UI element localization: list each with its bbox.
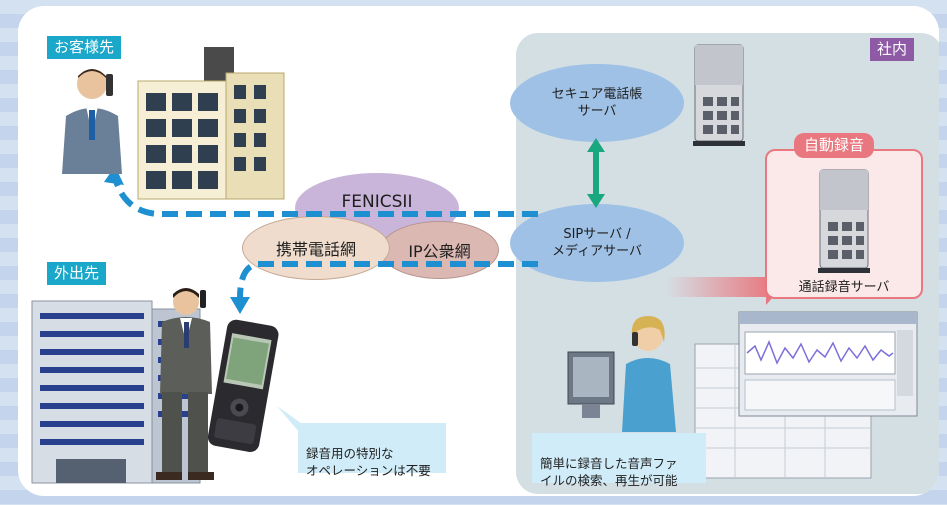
secure-phonebook-label: セキュア電話帳 サーバ xyxy=(551,87,643,119)
sync-arrow-down xyxy=(587,194,605,208)
sip-server-label: SIPサーバ / メディアサーバ xyxy=(552,227,642,259)
customer-arrow-head xyxy=(104,166,124,185)
recording-software-screenshot xyxy=(694,311,918,479)
easy-search-callout: 簡単に録音した音声ファ イルの検索、再生が可能 xyxy=(532,433,706,488)
no-special-operation-text: 録音用の特別な オペレーションは不要 xyxy=(306,446,431,478)
mobile-phone-icon xyxy=(207,319,279,452)
recording-server-icon xyxy=(818,169,870,273)
internal-tag: 社内 xyxy=(870,38,915,61)
no-special-operation-callout: 録音用の特別な オペレーションは不要 xyxy=(298,423,446,478)
diagram-card: FENICSII IP公衆網 携帯電話網 セキュア電話帳 サーバ SIPサーバ … xyxy=(18,6,939,496)
secure-phonebook-server: セキュア電話帳 サーバ xyxy=(510,64,684,142)
mobile-network-label: 携帯電話網 xyxy=(275,240,356,259)
customer-person-icon xyxy=(62,69,122,174)
mobile-network: 携帯電話網 xyxy=(242,216,390,280)
easy-search-text: 簡単に録音した音声ファ イルの検索、再生が可能 xyxy=(540,456,678,488)
customer-site-tag: お客様先 xyxy=(47,36,122,59)
callout-pointer xyxy=(277,406,305,432)
operator-person-icon xyxy=(567,316,676,432)
mobile-call-path xyxy=(237,261,538,299)
sync-arrow-up xyxy=(587,138,605,152)
sip-media-server: SIPサーバ / メディアサーバ xyxy=(510,204,684,282)
auto-record-tag: 自動録音 xyxy=(794,133,875,158)
mobile-arrow-head xyxy=(230,297,250,314)
outside-tag: 外出先 xyxy=(47,262,107,285)
ip-network-label: IP公衆網 xyxy=(408,242,471,261)
recording-server-label: 通話録音サーバ xyxy=(798,280,890,295)
phonebook-server-icon xyxy=(693,44,745,146)
ip-public-network: IP公衆網 xyxy=(380,221,499,279)
record-flow-arrow xyxy=(666,277,766,297)
mobile-worker-icon xyxy=(156,288,214,480)
office-building-icon xyxy=(137,47,285,200)
fenics-label: FENICSII xyxy=(341,192,413,212)
